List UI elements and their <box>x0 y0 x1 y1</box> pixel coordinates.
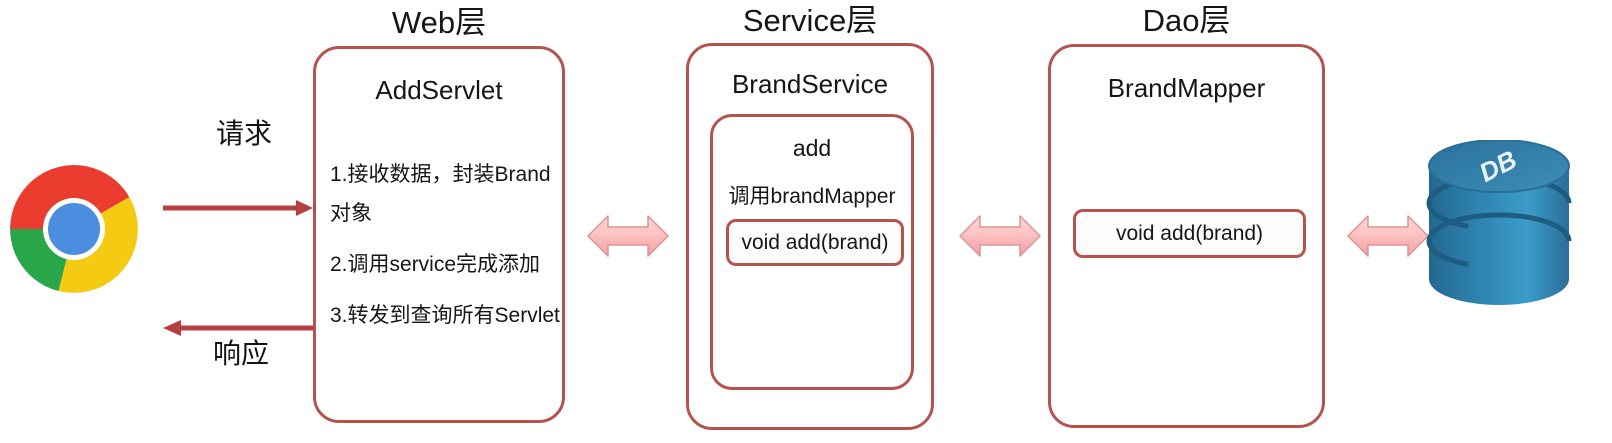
web-layer-title: Web层 <box>391 5 487 40</box>
brandservice-heading: BrandService <box>731 69 889 99</box>
response-label: 响应 <box>213 338 270 369</box>
web-step-2: 2.调用service完成添加 <box>330 253 541 276</box>
addservlet-heading: AddServlet <box>375 75 503 105</box>
service-layer-box: BrandService add 调用brandMapper void add(… <box>686 43 934 430</box>
response-arrow <box>163 320 315 336</box>
chrome-logo-icon <box>8 163 140 295</box>
brandmapper-heading: BrandMapper <box>1107 73 1266 103</box>
web-step-3: 3.转发到查询所有Servlet <box>330 304 560 327</box>
dao-layer-title: Dao层 <box>1142 3 1231 38</box>
web-step-1: 1.接收数据，封装Brand <box>330 163 551 186</box>
request-label: 请求 <box>216 118 273 149</box>
dao-layer-box: BrandMapper void add(brand) <box>1048 44 1325 428</box>
request-arrow <box>163 200 313 216</box>
service-dao-connector <box>959 215 1041 257</box>
service-method-signature: void add(brand) <box>726 219 904 266</box>
service-layer-title: Service层 <box>742 3 878 38</box>
database-cylinder-icon: DB <box>1424 139 1574 310</box>
web-layer-box: AddServlet 1.接收数据，封装Brand 对象 2.调用service… <box>313 46 565 423</box>
add-method-detail: 调用brandMapper <box>728 185 896 208</box>
web-service-connector <box>587 215 669 257</box>
dao-db-connector <box>1347 215 1429 257</box>
web-step-1-cont: 对象 <box>330 202 372 225</box>
dao-method-signature: void add(brand) <box>1073 209 1306 258</box>
add-method-name: add <box>792 135 832 161</box>
service-add-method-box: add 调用brandMapper void add(brand) <box>710 114 914 390</box>
